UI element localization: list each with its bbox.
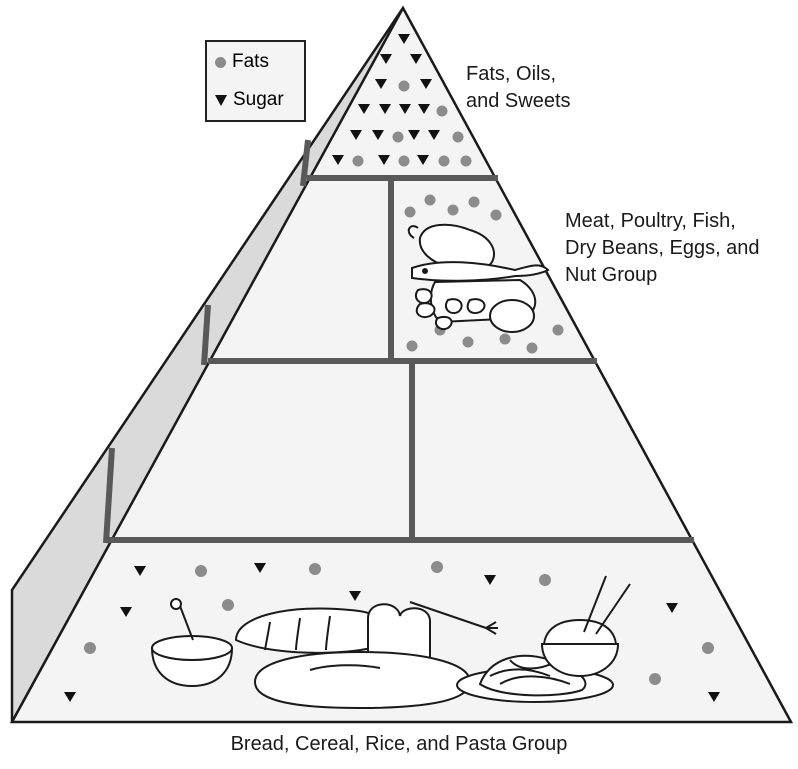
legend-sugar-label: Sugar <box>233 89 284 111</box>
legend-fats-row: Fats <box>215 51 269 73</box>
fats-dot-icon <box>215 57 226 68</box>
meat-tier-label: Meat, Poultry, Fish, Dry Beans, Eggs, an… <box>565 208 760 289</box>
sugar-triangle-icon <box>215 95 227 106</box>
legend-sugar-row: Sugar <box>215 89 284 111</box>
top-tier-label: Fats, Oils, and Sweets <box>466 61 571 115</box>
base-tier-label: Bread, Cereal, Rice, and Pasta Group <box>0 731 798 758</box>
legend: Fats Sugar <box>205 40 306 122</box>
legend-fats-label: Fats <box>232 51 269 73</box>
